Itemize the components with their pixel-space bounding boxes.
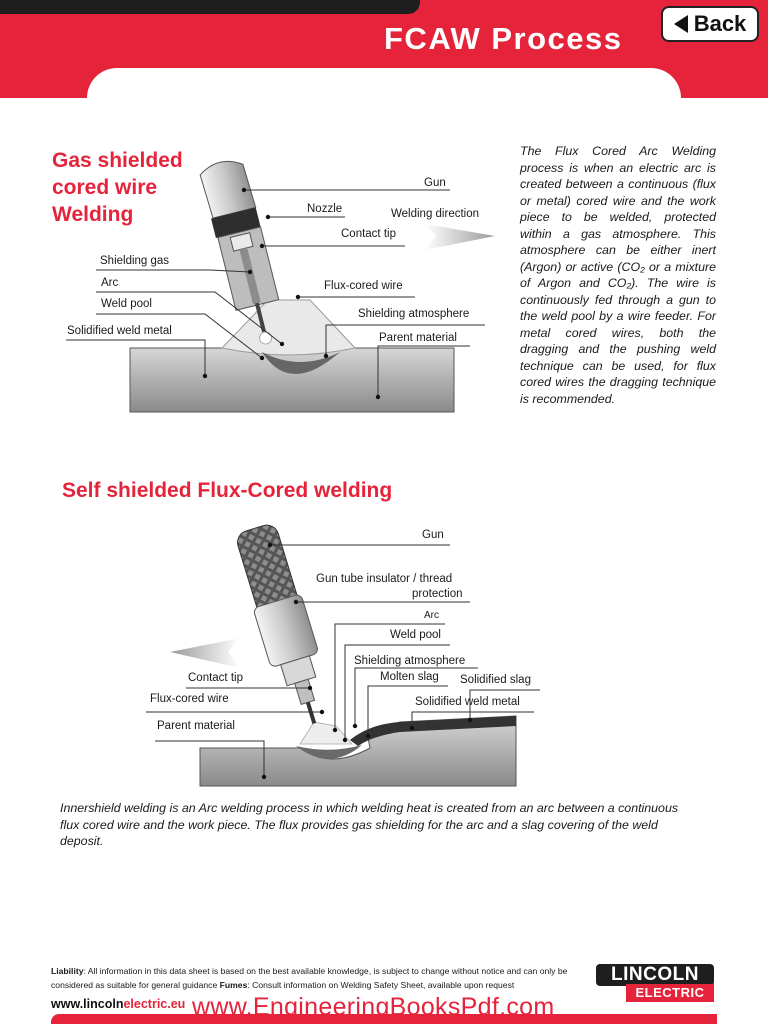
footer-disclaimer: Liability: All information in this data … (51, 964, 571, 992)
fumes-text: : Consult information on Welding Safety … (247, 980, 515, 990)
self-shielded-diagram (146, 524, 540, 787)
section1-description: The Flux Cored Arc Welding process is wh… (520, 144, 716, 406)
label-insulator-line2: protection (412, 588, 463, 600)
label-arc-2: Arc (424, 610, 439, 621)
label-insulator-line1: Gun tube insulator / thread (316, 573, 453, 585)
section2-description: Innershield welding is an Arc welding pr… (60, 801, 679, 848)
url-prefix: www.lincoln (51, 997, 124, 1011)
section1-title-line: cored wire (52, 176, 158, 199)
shielding-cone (221, 299, 356, 356)
section1-title-line: Gas shielded (52, 149, 183, 172)
logo-bottom-text: ELECTRIC (626, 984, 714, 1002)
welding-direction-arrow (425, 224, 495, 250)
label-gun-2: Gun (422, 529, 444, 541)
footer-website-link[interactable]: www.lincolnelectric.eu (51, 997, 185, 1011)
section1-title-line: Welding (52, 203, 134, 226)
travel-direction-arrow (170, 638, 240, 668)
back-button-label: Back (693, 11, 747, 36)
parent-plate (129, 347, 455, 413)
label-flux-cored-wire: Flux-cored wire (324, 280, 403, 292)
label-shielding-gas: Shielding gas (100, 255, 170, 267)
slag-layer (350, 716, 516, 746)
liability-text: : All information in this data sheet is … (51, 966, 568, 990)
label-solidified-weld-metal-2: Solidified weld metal (415, 696, 520, 708)
label-welding-direction: Welding direction (391, 208, 480, 220)
label-flux-cored-wire-2: Flux-cored wire (150, 693, 229, 705)
logo-top-text: LINCOLN (596, 964, 714, 986)
shielding-atmosphere-2 (299, 721, 353, 745)
label-solidified-slag: Solidified slag (460, 674, 531, 686)
section2-title: Self shielded Flux-Cored welding (62, 479, 393, 502)
url-suffix: electric.eu (123, 997, 186, 1011)
lincoln-electric-logo: LINCOLN ELECTRIC (596, 964, 714, 1002)
footer-bar (51, 1014, 717, 1024)
section1-title: Gas shielded cored wire Welding (52, 147, 183, 228)
label-solidified-weld-metal: Solidified weld metal (67, 325, 172, 337)
liability-label: Liability (51, 966, 84, 976)
weld-bead (262, 352, 340, 374)
header-bar: FCAW Process (0, 0, 768, 108)
label-parent-material-2: Parent material (157, 720, 235, 732)
content-card-top (87, 68, 681, 108)
label-molten-slag: Molten slag (380, 671, 439, 683)
label-weld-pool: Weld pool (101, 298, 152, 310)
header-dark-strip (0, 0, 420, 14)
label-shielding-atmosphere-2: Shielding atmosphere (354, 655, 466, 667)
weld-pool-2 (296, 745, 362, 759)
back-arrow-icon (673, 15, 688, 33)
fumes-label: Fumes (219, 980, 248, 990)
label-contact-tip: Contact tip (341, 228, 396, 240)
label-weld-pool-2: Weld pool (390, 629, 441, 641)
page-title: FCAW Process (384, 21, 623, 56)
label-arc: Arc (101, 277, 119, 289)
gas-gun (199, 160, 280, 345)
label-parent-material: Parent material (379, 332, 457, 344)
label-contact-tip-2: Contact tip (188, 672, 243, 684)
label-gun: Gun (424, 177, 446, 189)
back-button[interactable]: Back (661, 6, 759, 42)
label-shielding-atmosphere: Shielding atmosphere (358, 308, 470, 320)
label-nozzle: Nozzle (307, 203, 343, 215)
gas-shielded-diagram (66, 160, 495, 413)
self-shielded-gun (237, 524, 318, 724)
